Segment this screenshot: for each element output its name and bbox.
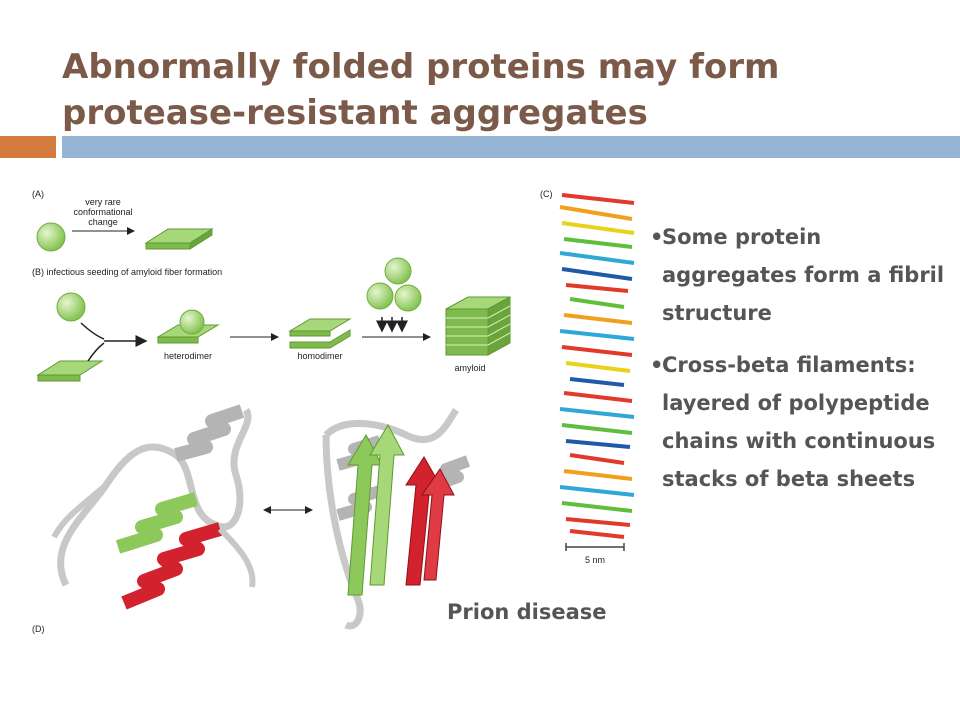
homodimer-shape	[288, 318, 352, 349]
figure-caption: Prion disease	[447, 600, 607, 624]
homodimer-label: homodimer	[297, 351, 342, 361]
bullet-item: • Cross-beta filaments: layered of polyp…	[650, 346, 955, 498]
fibril-strands	[559, 193, 635, 539]
bullet-text: Cross-beta filaments: layered of polypep…	[662, 353, 936, 491]
arrow-label-line-1: very rare	[85, 197, 121, 207]
monomer-sphere	[394, 284, 422, 312]
panel-c-label: (C)	[540, 189, 553, 199]
amyloid-stack	[445, 296, 511, 356]
scale-label: 5 nm	[585, 555, 605, 565]
cross-beta-fibril-figure: (C) 5 nm	[540, 189, 635, 565]
monomer-sphere	[56, 292, 86, 322]
bullet-marker: •	[650, 225, 664, 249]
heterodimer-shape	[156, 309, 220, 344]
heterodimer-label: heterodimer	[164, 351, 212, 361]
panel-b-label: (B) infectious seeding of amyloid fiber …	[32, 267, 222, 277]
native-protein-sphere	[36, 222, 66, 252]
prion-misfolded-structure	[322, 408, 471, 630]
protein-folding-figure: (A) very rare conformational change (B) …	[32, 189, 511, 634]
title-accent-bar-blue	[62, 136, 960, 158]
amyloid-label: amyloid	[454, 363, 485, 373]
slide-title: Abnormally folded proteins may form prot…	[62, 47, 780, 133]
panel-d-label: (D)	[32, 624, 45, 634]
prion-native-structure	[51, 404, 256, 610]
merge-arrow	[80, 322, 146, 362]
addition-arrows	[376, 317, 408, 333]
bullet-list: • Some protein aggregates form a fibril …	[650, 218, 955, 512]
title-accent-bar-orange	[0, 136, 56, 158]
misfolded-sheet	[144, 228, 214, 250]
seed-sheet	[36, 360, 104, 382]
monomer-sphere	[384, 257, 412, 285]
monomer-sphere	[366, 282, 394, 310]
bullet-marker: •	[650, 353, 664, 377]
arrow-label-line-2: conformational	[73, 207, 132, 217]
arrow-label-line-3: change	[88, 217, 118, 227]
bullet-item: • Some protein aggregates form a fibril …	[650, 218, 955, 332]
panel-a-label: (A)	[32, 189, 44, 199]
bullet-text: Some protein aggregates form a fibril st…	[662, 225, 945, 325]
